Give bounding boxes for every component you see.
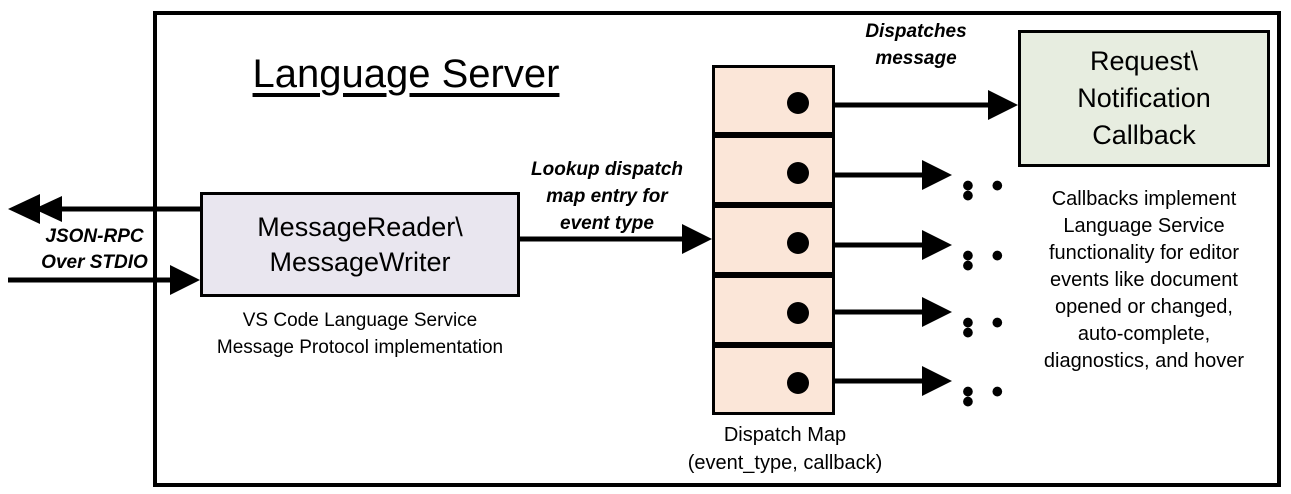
lookup-label-line1: Lookup dispatch xyxy=(531,159,683,180)
request-notification-callback-node: Request\ Notification Callback xyxy=(1018,30,1270,167)
callback-desc-line5: opened or changed, xyxy=(1055,296,1233,318)
dispatch-entry-dot-icon xyxy=(787,92,809,114)
dispatch-map-cell xyxy=(712,135,835,205)
dispatch-map-cell xyxy=(712,275,835,345)
lookup-label-line3: event type xyxy=(560,213,654,234)
dispatch-map-table xyxy=(712,65,835,415)
map-caption-line2: (event_type, callback) xyxy=(687,452,883,474)
callback-desc-line7: diagnostics, and hover xyxy=(1043,350,1245,372)
dispatch-map-cell xyxy=(712,345,835,415)
message-writer-label: MessageWriter xyxy=(269,246,451,277)
dispatch-map-caption: Dispatch Map (event_type, callback) xyxy=(645,421,925,477)
callback-description: Callbacks implement Language Service fun… xyxy=(1010,186,1278,375)
ellipsis-4: • • • xyxy=(962,373,1008,421)
callback-desc-line3: functionality for editor xyxy=(1048,242,1240,264)
dispatch-entry-dot-icon xyxy=(787,232,809,254)
dispatch-msg-line2: message xyxy=(875,48,957,69)
dispatch-entry-dot-icon xyxy=(787,302,809,324)
message-reader-label: MessageReader\ xyxy=(257,211,463,242)
dispatches-message-edge-label: Dispatches message xyxy=(836,18,996,72)
callback-desc-line1: Callbacks implement xyxy=(1051,188,1237,210)
message-reader-writer-node: MessageReader\ MessageWriter xyxy=(200,192,520,297)
json-rpc-label-line1: JSON-RPC xyxy=(45,226,144,247)
json-rpc-channel-label: JSON-RPC Over STDIO xyxy=(22,224,167,276)
callback-desc-line4: events like document xyxy=(1050,269,1238,291)
ellipsis-1: • • • xyxy=(962,167,1008,215)
language-server-container xyxy=(153,11,1281,487)
dispatch-map-cell xyxy=(712,65,835,135)
message-reader-writer-caption: VS Code Language Service Message Protoco… xyxy=(180,307,540,361)
json-rpc-label-line2: Over STDIO xyxy=(41,252,148,273)
ellipsis-3: • • • xyxy=(962,304,1008,352)
callback-desc-line6: auto-complete, xyxy=(1077,323,1211,345)
lookup-dispatch-edge-label: Lookup dispatch map entry for event type xyxy=(512,156,702,237)
map-caption-line1: Dispatch Map xyxy=(723,424,847,446)
dispatch-map-cell xyxy=(712,205,835,275)
reader-caption-line1: VS Code Language Service xyxy=(242,310,478,331)
callback-line1: Request\ xyxy=(1089,46,1199,76)
dispatch-entry-dot-icon xyxy=(787,372,809,394)
lookup-label-line2: map entry for xyxy=(546,186,668,207)
reader-caption-line2: Message Protocol implementation xyxy=(216,337,504,358)
ellipsis-2: • • • xyxy=(962,237,1008,285)
dispatch-entry-dot-icon xyxy=(787,162,809,184)
callback-desc-line2: Language Service xyxy=(1063,215,1225,237)
callback-line3: Callback xyxy=(1092,120,1196,150)
dispatch-msg-line1: Dispatches xyxy=(865,21,967,42)
page-title: Language Server xyxy=(252,52,560,96)
callback-line2: Notification xyxy=(1077,83,1211,113)
